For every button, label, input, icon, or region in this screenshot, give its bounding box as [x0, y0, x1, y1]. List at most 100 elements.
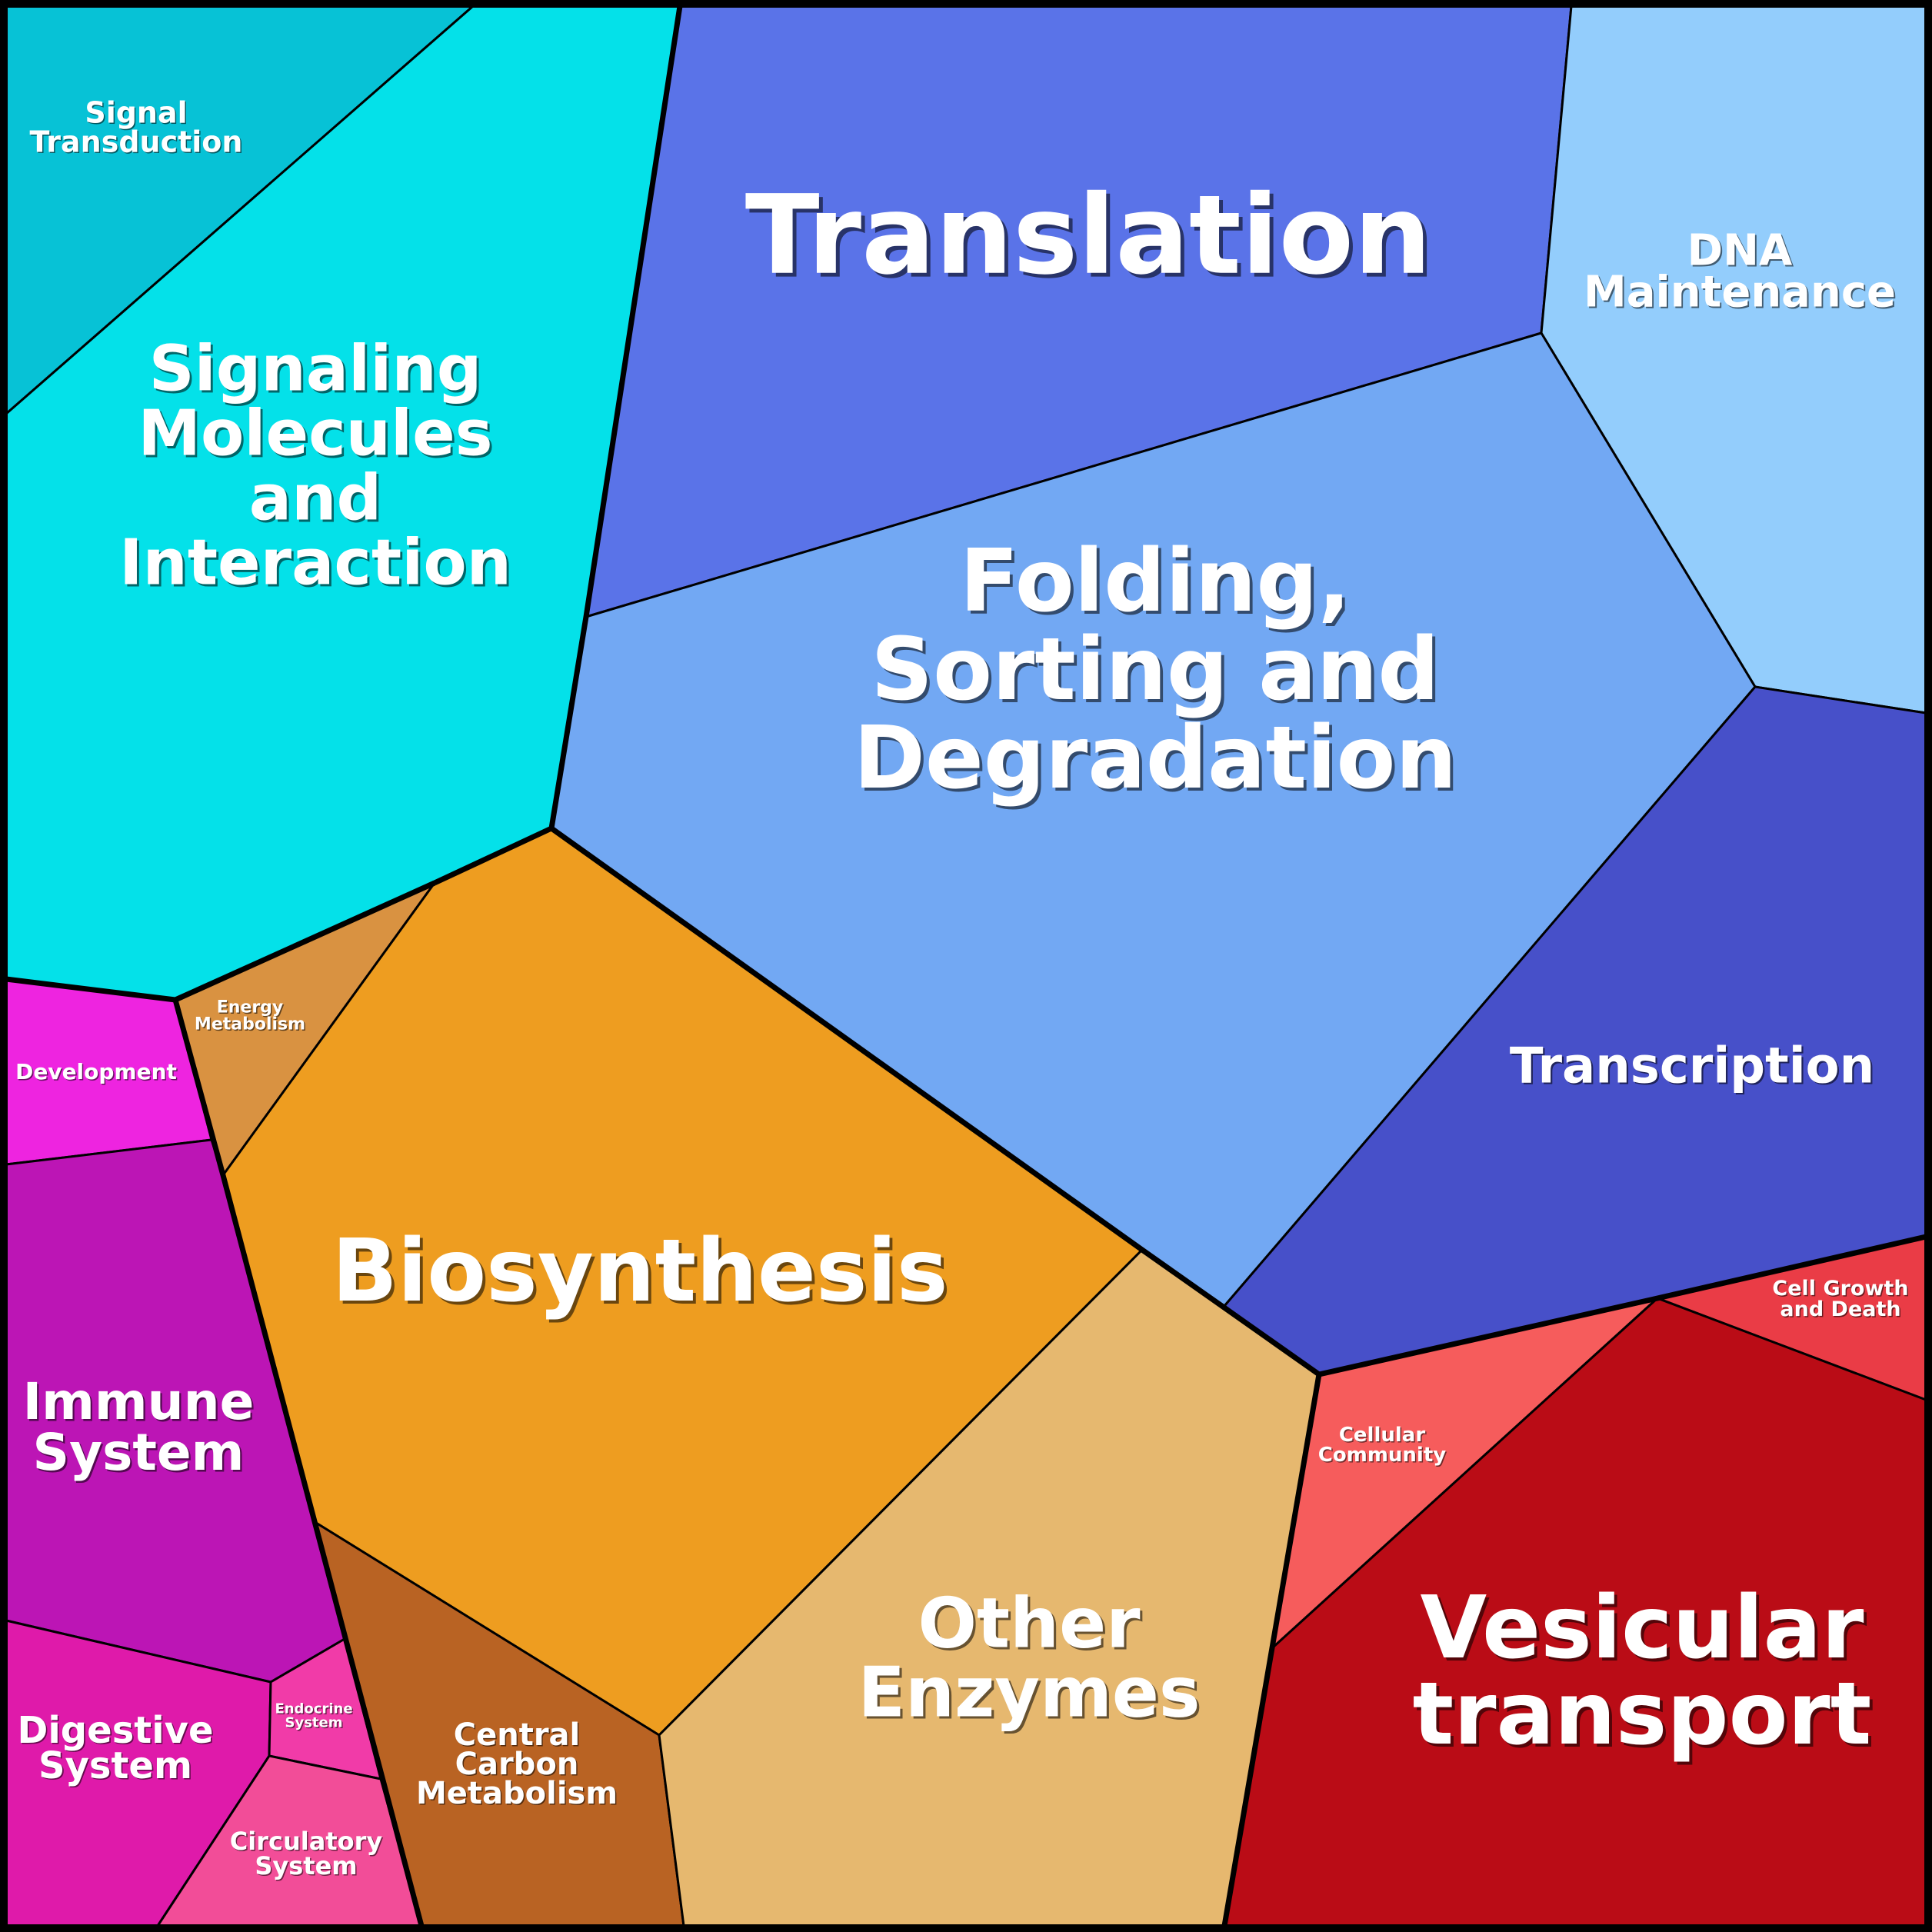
label-shadow: Sorting and: [874, 623, 1442, 723]
label-line: System: [38, 1744, 192, 1787]
label-line: Sorting and: [871, 620, 1439, 720]
label-shadow: System: [40, 1745, 194, 1788]
label-line: Transduction: [30, 125, 243, 158]
label-shadow: Circulatory: [231, 1828, 384, 1857]
label-line: Translation: [745, 172, 1431, 299]
label-shadow: Development: [17, 1060, 178, 1085]
label-line: Metabolism: [195, 1015, 305, 1034]
label-shadow: Immune: [25, 1374, 256, 1433]
label-shadow: Cell Growth: [1774, 1277, 1910, 1301]
label-line: Vesicular: [1421, 1578, 1864, 1678]
group-border-line: [5, 976, 425, 1927]
group-border-line: [1318, 1234, 1927, 1377]
cells-layer: [5, 5, 1927, 1927]
label-line: Signaling: [149, 333, 482, 406]
label-signaling-molecules: SignalingSignalingMoleculesMoleculesanda…: [119, 333, 514, 602]
label-shadow: Translation: [749, 176, 1435, 303]
label-line: Cellular: [1339, 1424, 1426, 1447]
label-line: Molecules: [138, 398, 492, 471]
label-line: System: [33, 1423, 245, 1482]
label-line: Maintenance: [1584, 268, 1896, 318]
label-line: and: [249, 462, 381, 535]
label-shadow: and: [251, 465, 384, 538]
label-line: Transcription: [1510, 1038, 1874, 1094]
label-shadow: Endocrine: [276, 1702, 354, 1718]
label-shadow: Signaling: [151, 335, 484, 408]
label-shadow: Other: [921, 1586, 1144, 1667]
label-line: Metabolism: [416, 1776, 618, 1811]
label-line: Signal: [85, 95, 187, 129]
label-shadow: Degradation: [857, 711, 1460, 811]
label-line: DNA: [1687, 226, 1793, 276]
label-line: Immune: [23, 1372, 255, 1431]
group-border-line: [174, 880, 436, 1003]
group-border-line: [548, 5, 683, 829]
label-line: Community: [1318, 1444, 1446, 1467]
label-line: Folding,: [960, 531, 1351, 631]
label-shadow: Metabolism: [417, 1777, 618, 1813]
label-central-carbon: CentralCentralCarbonCarbonMetabolismMeta…: [416, 1717, 619, 1813]
label-line: Energy: [217, 998, 284, 1018]
labels-layer: SignalSignalTransductionTransductionSign…: [15, 95, 1910, 1881]
label-shadow: DNA: [1689, 228, 1794, 278]
label-shadow: transport: [1416, 1667, 1875, 1767]
label-shadow: Energy: [218, 999, 285, 1018]
label-line: Other: [918, 1584, 1141, 1664]
label-shadow: Biosynthesis: [335, 1224, 951, 1324]
label-shadow: Metabolism: [195, 1016, 306, 1035]
label-shadow: Enzymes: [861, 1655, 1203, 1736]
label-line: Biosynthesis: [331, 1221, 948, 1321]
group-border-line: [549, 826, 1322, 1927]
label-line: Degradation: [854, 708, 1457, 808]
label-line: and Death: [1780, 1297, 1900, 1321]
label-shadow: System: [35, 1424, 246, 1484]
label-shadow: System: [286, 1716, 344, 1732]
label-shadow: Interaction: [122, 529, 514, 602]
label-shadow: Maintenance: [1585, 269, 1897, 319]
label-line: Enzymes: [858, 1653, 1201, 1734]
label-line: Circulatory: [230, 1827, 383, 1856]
label-shadow: Central: [455, 1719, 581, 1754]
label-shadow: Folding,: [963, 535, 1354, 635]
label-line: Development: [15, 1059, 177, 1084]
label-line: Digestive: [17, 1709, 213, 1752]
label-line: Interaction: [119, 527, 511, 600]
label-shadow: Carbon: [456, 1748, 580, 1784]
label-shadow: System: [256, 1853, 358, 1882]
label-shadow: Transduction: [31, 126, 244, 160]
label-shadow: Molecules: [140, 400, 495, 473]
label-line: Endocrine: [275, 1700, 352, 1717]
label-shadow: Signal: [86, 97, 188, 131]
label-shadow: Cellular: [1340, 1425, 1427, 1448]
label-line: transport: [1413, 1664, 1872, 1764]
group-border-line: [433, 825, 553, 886]
label-shadow: Transcription: [1511, 1040, 1876, 1097]
label-line: System: [285, 1714, 343, 1730]
label-line: Cell Growth: [1772, 1277, 1908, 1301]
label-line: Carbon: [455, 1747, 579, 1782]
label-line: System: [255, 1851, 357, 1880]
label-shadow: Community: [1319, 1445, 1447, 1468]
label-shadow: Vesicular: [1423, 1581, 1867, 1681]
label-shadow: and Death: [1781, 1298, 1902, 1322]
label-line: Central: [454, 1717, 581, 1753]
